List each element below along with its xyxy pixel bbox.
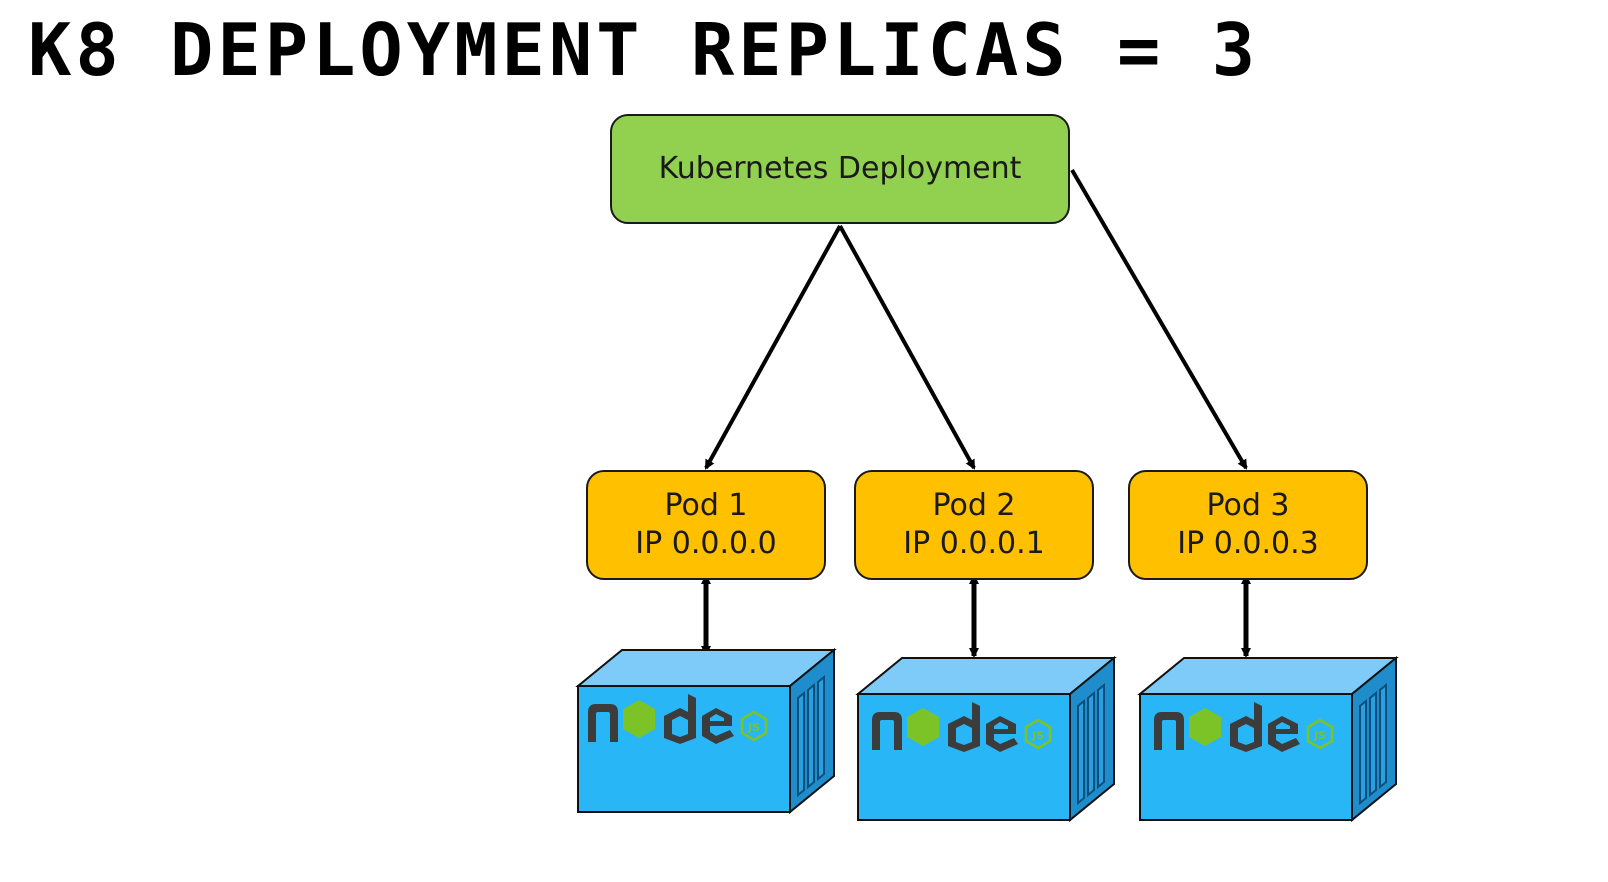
page-title: K8 DEPLOYMENT REPLICAS = 3 xyxy=(28,8,1260,92)
container-3 xyxy=(1139,657,1397,821)
pod-ip: IP 0.0.0.0 xyxy=(635,526,777,561)
arrow-deploy-to-pod1 xyxy=(704,225,842,470)
deployment-label: Kubernetes Deployment xyxy=(658,151,1022,186)
arrow-deploy-to-pod3 xyxy=(1070,168,1248,470)
pod-box-2: Pod 2 IP 0.0.0.1 xyxy=(854,470,1094,580)
pod-ip: IP 0.0.0.3 xyxy=(1177,526,1319,561)
pod-name: Pod 2 xyxy=(932,488,1016,523)
container-1 xyxy=(577,649,835,813)
arrow-deploy-to-pod2 xyxy=(838,225,976,470)
pod-name: Pod 1 xyxy=(664,488,748,523)
kubernetes-deployment-box: Kubernetes Deployment xyxy=(610,114,1070,224)
pod-box-3: Pod 3 IP 0.0.0.3 xyxy=(1128,470,1368,580)
container-2 xyxy=(857,657,1115,821)
pod-name: Pod 3 xyxy=(1206,488,1290,523)
pod-ip: IP 0.0.0.1 xyxy=(903,526,1045,561)
pod-box-1: Pod 1 IP 0.0.0.0 xyxy=(586,470,826,580)
